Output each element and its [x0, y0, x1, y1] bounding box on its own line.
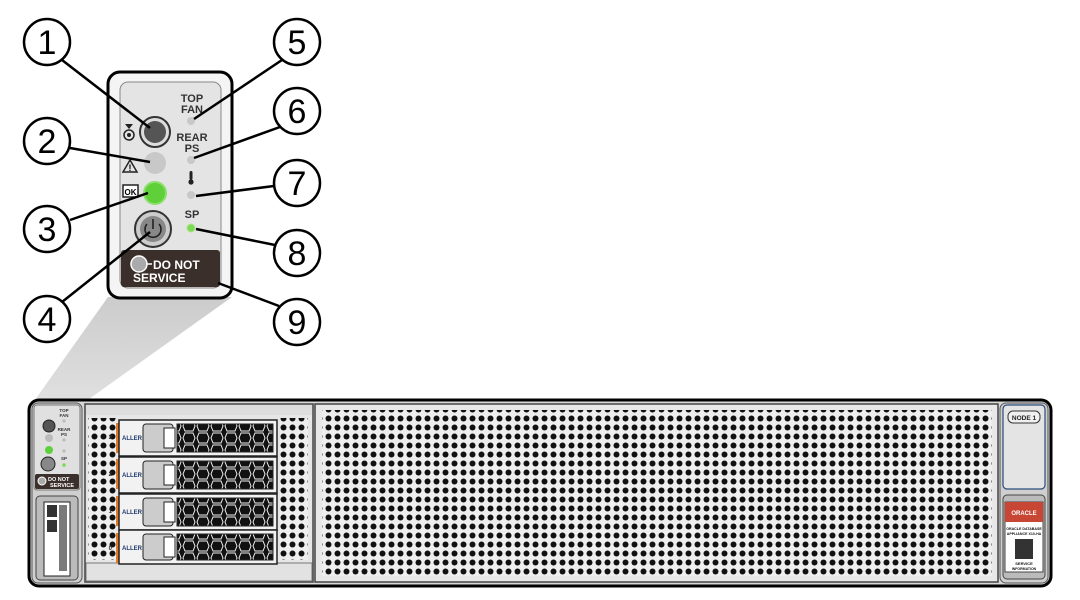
drive-label: ALLER: [122, 436, 143, 442]
rear-ps-label: REAR: [176, 132, 207, 144]
svg-text:1: 1: [38, 24, 57, 62]
service-info-label: SERVICE: [1015, 561, 1033, 566]
do-not-service-indicator: DO NOT SERVICE: [121, 250, 220, 287]
service-required-led: [144, 152, 166, 174]
callout-6: 6: [272, 86, 322, 136]
callout-4: 4: [22, 294, 72, 344]
front-grille: [314, 403, 999, 583]
brand-label: ORACLE: [1011, 511, 1036, 517]
svg-text:3: 3: [38, 211, 57, 249]
svg-text:8: 8: [288, 235, 307, 273]
warning-icon: !: [121, 158, 139, 173]
temperature-led: [187, 191, 195, 199]
mini-rear-ps-label-2: PS: [61, 432, 67, 437]
ok-icon: OK: [122, 184, 139, 198]
vent-right-of-drives: [280, 418, 308, 560]
mini-do-not-service-label: DO NOT: [48, 477, 70, 483]
mini-rear-ps-label: REAR: [58, 427, 72, 432]
svg-text:9: 9: [288, 304, 307, 342]
drive-slot-number: 0: [109, 546, 113, 552]
mini-sp-label: SP: [61, 456, 67, 461]
leader-lines: [61, 58, 283, 308]
drive-slot-number: 2: [109, 472, 113, 478]
right-ear: NODE 1 ORACLE ORACLE DATABASE APPLIANCE …: [999, 402, 1049, 584]
vent-left: [88, 418, 116, 560]
product-label-2: APPLIANCE X10-HA: [1007, 532, 1042, 536]
callout-7: 7: [272, 158, 322, 208]
callout-5: 5: [272, 17, 322, 67]
zoom-projection: [32, 297, 232, 404]
svg-text:4: 4: [38, 301, 57, 339]
callout-9: 9: [272, 297, 322, 347]
callout-2: 2: [22, 116, 72, 166]
locator-button[interactable]: [139, 116, 171, 148]
callout-8: 8: [272, 228, 322, 278]
drive-bay-2[interactable]: 2 ALLER: [109, 456, 278, 494]
power-button[interactable]: [134, 210, 172, 248]
qr-code: [1015, 539, 1033, 559]
top-fan-label: TOP: [181, 93, 203, 105]
sp-led: [186, 223, 196, 233]
mini-top-fan-label-2: FAN: [60, 413, 69, 418]
sp-label: SP: [185, 209, 200, 221]
svg-text:7: 7: [288, 165, 307, 203]
callout-3: 3: [22, 204, 72, 254]
node-label: NODE 1: [1012, 415, 1037, 422]
svg-text:5: 5: [288, 24, 307, 62]
ok-led: [143, 181, 167, 205]
oracle-logo: [1005, 502, 1043, 522]
top-fan-led: [187, 117, 195, 125]
drive-bay-1[interactable]: 1 ALLER: [109, 493, 278, 531]
drive-label: ALLER: [122, 473, 143, 479]
svg-text:!: !: [129, 163, 132, 173]
svg-text:2: 2: [38, 123, 57, 161]
svg-text:6: 6: [288, 93, 307, 131]
top-fan-label-2: FAN: [181, 104, 203, 116]
drive-bay-3[interactable]: 3 ALLER: [109, 419, 278, 457]
thermometer-icon: [188, 171, 194, 185]
do-not-service-label: DO NOT: [153, 258, 200, 272]
mini-status-panel: TOP FAN REAR PS SP DO NOT SERVICE: [33, 404, 81, 491]
drive-slot-number: 3: [109, 435, 113, 441]
do-not-service-label-2: SERVICE: [133, 271, 185, 285]
power-icon: [144, 219, 162, 239]
drive-label: ALLER: [122, 546, 143, 552]
service-info-label-2: INFORMATION: [1012, 567, 1037, 571]
drive-label: ALLER: [122, 510, 143, 516]
callout-1: 1: [22, 17, 72, 67]
mini-top-fan-label: TOP: [59, 408, 68, 413]
locator-icon: [123, 124, 135, 141]
drive-bay-0[interactable]: 0 ALLER: [109, 529, 278, 565]
product-label: ORACLE DATABASE: [1006, 527, 1042, 531]
mini-do-not-service-label-2: SERVICE: [50, 483, 74, 489]
rear-ps-led: [187, 156, 195, 164]
pull-out-tab[interactable]: [35, 495, 79, 581]
rear-ps-label-2: PS: [185, 143, 200, 155]
drive-slot-number: 1: [109, 509, 113, 515]
ok-label: OK: [125, 188, 137, 197]
